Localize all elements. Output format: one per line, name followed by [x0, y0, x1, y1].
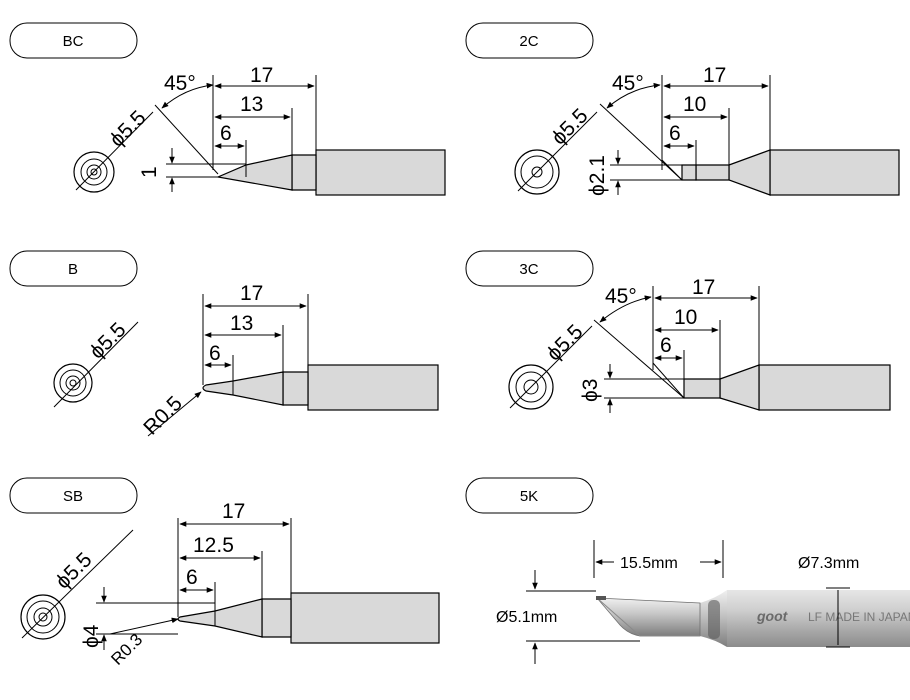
radius-label: R0.3	[107, 630, 146, 669]
dimension-lines	[599, 75, 771, 195]
length-total-label: 17	[222, 500, 245, 523]
shaft-diameter-label: Ø7.3mm	[798, 555, 859, 572]
tip-profile	[215, 149, 446, 196]
length-mid-label: 12.5	[193, 534, 234, 557]
tip-profile	[661, 149, 900, 196]
panel-label: BC	[63, 33, 84, 50]
radius-label: R0.5	[139, 392, 187, 440]
length-total-label: 17	[240, 282, 263, 305]
panel-bc: BC ϕ5.5	[9, 22, 446, 196]
tip-dim-label: 1	[138, 166, 161, 178]
angle-label: 45°	[164, 72, 196, 95]
length-tip-label: 6	[669, 122, 681, 145]
panel-label: 2C	[519, 33, 538, 50]
panel-label-pill	[9, 477, 138, 514]
length-label: 15.5mm	[620, 555, 678, 572]
panel-3c: 3C ϕ5.5 45°	[465, 250, 891, 413]
diameter-label: ϕ5.5	[51, 548, 96, 593]
end-view-circle	[73, 111, 154, 193]
tip-dim-label: ϕ4	[80, 624, 103, 648]
end-view-circle	[20, 529, 134, 640]
tip-photo: goot LF MADE IN JAPAN	[596, 590, 910, 647]
tip-dim-label: ϕ3	[579, 379, 602, 402]
panel-label: 3C	[519, 261, 538, 278]
length-tip-label: 6	[660, 334, 672, 357]
panel-2c: 2C ϕ5.5	[465, 22, 900, 196]
dimension-lines	[526, 540, 850, 664]
panel-label-pill	[465, 250, 594, 287]
angle-label: 45°	[612, 72, 644, 95]
end-view-circle	[514, 111, 598, 195]
diameter-label: ϕ5.5	[105, 106, 150, 151]
shaft-imprint: LF MADE IN JAPAN	[808, 610, 910, 624]
dimension-lines	[154, 75, 317, 192]
panel-5k: 5K goot LF MADE IN JAPAN	[465, 477, 910, 664]
tip-profile	[652, 362, 891, 411]
panel-label: SB	[63, 488, 83, 505]
panel-label: B	[68, 261, 78, 278]
panel-label: 5K	[520, 488, 538, 505]
dimension-lines	[147, 294, 309, 437]
diameter-label: ϕ5.5	[547, 104, 592, 149]
length-total-label: 17	[692, 276, 715, 299]
length-total-label: 17	[703, 64, 726, 87]
end-view-circle	[508, 325, 593, 410]
length-tip-label: 6	[186, 566, 198, 589]
tip-profile	[177, 592, 440, 644]
length-mid-label: 13	[230, 312, 253, 335]
tip-dim-label: ϕ2.1	[586, 155, 609, 196]
length-tip-label: 6	[220, 122, 232, 145]
tip-diameter-label: Ø5.1mm	[496, 609, 557, 626]
length-mid-label: 10	[674, 306, 697, 329]
panel-b: B ϕ5.5 17 13 6 R0.5	[9, 250, 439, 440]
tip-profile	[202, 364, 439, 411]
brand-logo: goot	[756, 608, 789, 624]
length-mid-label: 13	[240, 93, 263, 116]
dimension-lines	[593, 286, 760, 413]
dimension-lines	[96, 518, 292, 650]
panel-label-pill	[465, 477, 594, 514]
length-total-label: 17	[250, 64, 273, 87]
length-tip-label: 6	[209, 342, 221, 365]
panel-label-pill	[9, 22, 138, 59]
diameter-label: ϕ5.5	[542, 320, 587, 365]
diameter-label: ϕ5.5	[85, 318, 130, 363]
panel-label-pill	[9, 250, 138, 287]
end-view-circle	[53, 321, 139, 408]
panel-sb: SB ϕ5.5 17	[9, 477, 440, 669]
panel-label-pill	[465, 22, 594, 59]
length-mid-label: 10	[683, 93, 706, 116]
angle-label: 45°	[605, 285, 637, 308]
